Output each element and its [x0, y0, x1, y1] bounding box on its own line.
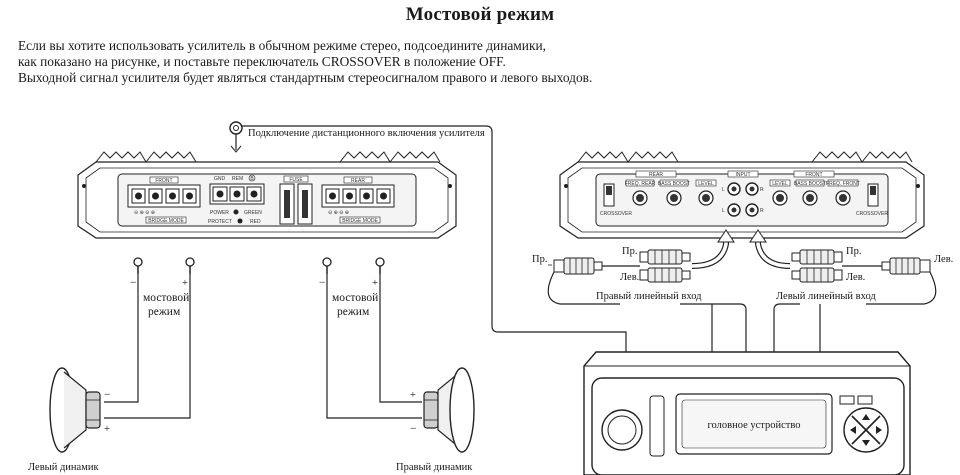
bridge-label: мостовой — [143, 292, 189, 304]
front-label: FRONT — [155, 178, 172, 184]
rear-label: REAR — [351, 178, 365, 184]
minus-sign: − — [104, 389, 111, 401]
intro-line: Если вы хотите использовать усилитель в … — [18, 38, 546, 53]
r-label: R — [760, 208, 764, 214]
heatsink-fins — [389, 151, 441, 163]
rear-terminal-block — [321, 184, 395, 208]
protect-led-label: PROTECT — [208, 219, 232, 225]
heatsink-fins — [145, 151, 197, 163]
heatsink-fins — [861, 151, 913, 163]
heatsink-fins — [627, 151, 679, 163]
right-amplifier: REAR INPUT FRONT CROSSOVER FREQ. REAR BA… — [559, 151, 925, 239]
rca-cables: Пр. Пр. Лев. — [532, 229, 953, 352]
minus-sign: − — [410, 423, 417, 435]
fuse-label: FUSE — [289, 177, 303, 183]
right-speaker-magnet — [423, 391, 439, 429]
svg-text:⊖ ⊕ ⊖ ⊕: ⊖ ⊕ ⊖ ⊕ — [134, 210, 155, 216]
plus-sign: + — [372, 278, 378, 289]
left-line-in-label: Левый линейный вход — [776, 291, 876, 302]
right-line-in-label: Правый линейный вход — [596, 291, 702, 302]
b-label: B — [250, 176, 254, 182]
crossover-label: CROSSOVER — [856, 211, 888, 217]
rear-section-label: REAR — [649, 172, 663, 178]
remote-connector: Подключение дистанционного включения уси… — [229, 121, 627, 352]
lev-label: Лев. — [620, 272, 639, 283]
bridge-mode-label: BRIDGE MODE — [148, 218, 184, 224]
rca-inputs: L R L R — [722, 182, 764, 217]
green-label: GREEN — [244, 210, 262, 216]
plus-sign: + — [182, 278, 188, 289]
bridge-mode-label: BRIDGE MODE — [342, 218, 378, 224]
right-speaker-wiring: − + мостовой режим + − Правый динамик — [319, 257, 475, 473]
level-label: LEVEL — [772, 181, 788, 187]
front-section-label: FRONT — [805, 172, 822, 178]
intro-line: как показано на рисунке, и поставьте пер… — [18, 54, 506, 69]
freq-front-label: FREQ. FRONT — [826, 181, 860, 187]
heatsink-fins — [577, 151, 629, 163]
bass-boost-label: BASS BOOST — [658, 181, 690, 187]
gnd-label: GND — [214, 176, 226, 182]
head-unit: головное устройство — [583, 351, 911, 475]
svg-text:⊖ ⊕ ⊖ ⊕: ⊖ ⊕ ⊖ ⊕ — [328, 210, 349, 216]
bridge-label: мостовой — [332, 292, 378, 304]
pr-label: Пр. — [622, 246, 637, 257]
r-label: R — [760, 187, 764, 193]
plus-sign: + — [410, 390, 416, 401]
rem-label: REM — [232, 176, 243, 182]
left-speaker-label: Левый динамик — [28, 462, 99, 473]
left-speaker-wiring: − + мостовой режим + − Левый динамик — [28, 257, 195, 473]
lev-label: Лев. — [846, 272, 865, 283]
bridge-label: режим — [148, 306, 181, 318]
head-unit-label: головное устройство — [707, 420, 800, 431]
left-speaker-magnet — [85, 391, 101, 429]
red-label: RED — [250, 219, 261, 225]
lev-label: Лев. — [934, 254, 953, 265]
intro-line: Выходной сигнал усилителя будет являться… — [18, 70, 593, 85]
right-speaker-label: Правый динамик — [396, 462, 473, 473]
minus-sign: − — [130, 277, 137, 289]
minus-sign: − — [319, 277, 326, 289]
bridge-label: режим — [337, 306, 370, 318]
power-led-label: POWER — [210, 210, 229, 216]
left-amplifier: FRONT ⊖ ⊕ ⊖ ⊕ BRIDGE MODE GND REM B POWE… — [77, 151, 457, 239]
front-terminal-block — [127, 184, 201, 208]
heatsink-fins — [95, 151, 147, 163]
l-label: L — [722, 208, 725, 214]
pr-label: Пр. — [532, 254, 547, 265]
plus-sign: + — [104, 424, 110, 435]
heatsink-fins — [339, 151, 391, 163]
page-title: Мостовой режим — [405, 4, 555, 25]
input-section-label: INPUT — [736, 172, 751, 178]
freq-rear-label: FREQ. REAR — [625, 181, 656, 187]
bass-boost-label: BASS BOOST — [794, 181, 826, 187]
level-label: LEVEL — [698, 181, 714, 187]
intro-text: Если вы хотите использовать усилитель в … — [18, 38, 592, 86]
remote-label: Подключение дистанционного включения уси… — [248, 128, 485, 139]
crossover-label: CROSSOVER — [600, 211, 632, 217]
pr-label: Пр. — [846, 246, 861, 257]
l-label: L — [722, 187, 725, 193]
heatsink-fins — [811, 151, 863, 163]
right-speaker-cone — [449, 367, 475, 453]
remote-wire — [242, 125, 627, 352]
